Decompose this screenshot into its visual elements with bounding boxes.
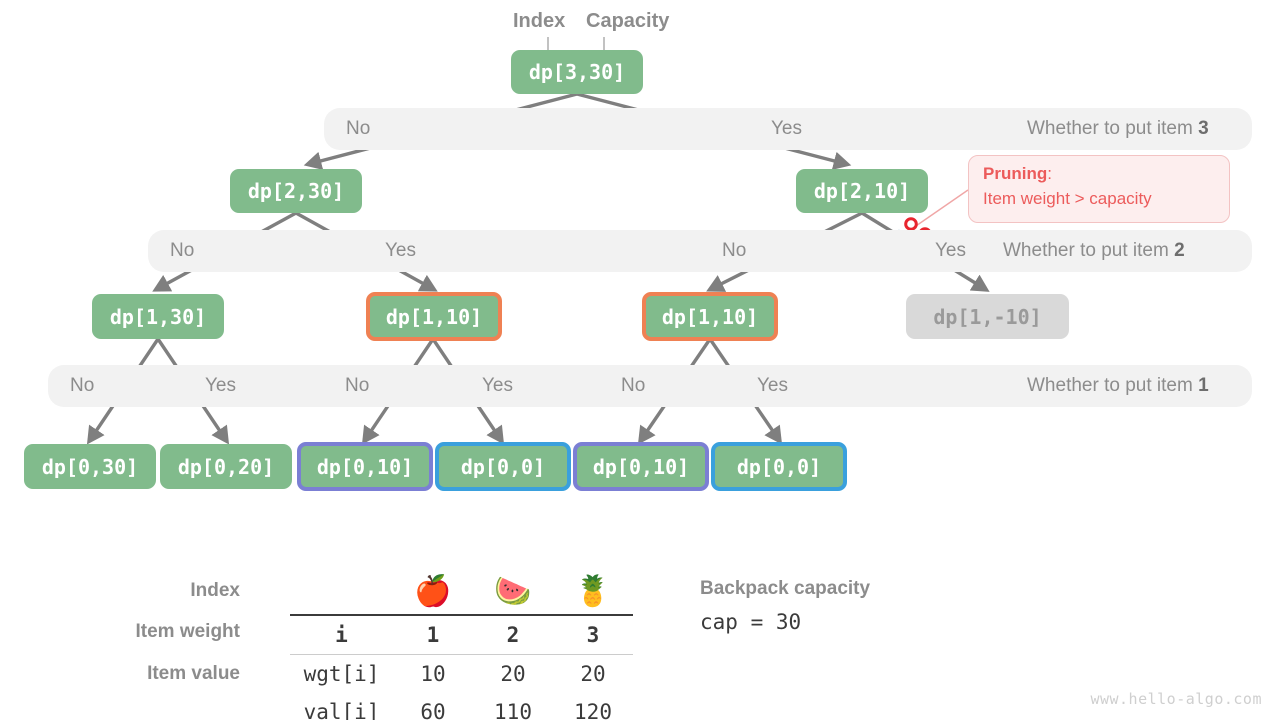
band-item-3-label-no: No bbox=[346, 118, 371, 139]
backpack-capacity-label: Backpack capacity bbox=[700, 578, 871, 599]
band-item-1-label-yes-1: Yes bbox=[205, 375, 236, 396]
band-item-1-label-no-1: No bbox=[70, 375, 95, 396]
tree-leaf-dp-0-10-left[interactable]: dp[0,10] bbox=[297, 442, 433, 491]
pineapple-icon: 🍍 bbox=[574, 573, 612, 609]
table-cell-val-3: 120 bbox=[553, 693, 633, 720]
band-item-1-title: Whether to put item 1 bbox=[1027, 375, 1209, 397]
band-item-1-title-item: 1 bbox=[1198, 375, 1209, 396]
tree-node-dp-1-30[interactable]: dp[1,30] bbox=[92, 294, 224, 339]
table-rowlabel-item-weight: Item weight bbox=[135, 621, 240, 642]
tree-leaf-dp-0-20[interactable]: dp[0,20] bbox=[160, 444, 292, 489]
table-cell-wgt-1: 10 bbox=[393, 654, 473, 693]
band-item-1-title-prefix: Whether to put item bbox=[1027, 375, 1199, 396]
band-item-2-label-yes-2: Yes bbox=[935, 240, 966, 261]
tree-node-dp-1-minus10-pruned[interactable]: dp[1,-10] bbox=[906, 294, 1069, 339]
band-item-2-title: Whether to put item 2 bbox=[1003, 240, 1185, 262]
pruning-callout-detail: Item weight > capacity bbox=[983, 189, 1152, 208]
table-cell-index-1: 1 bbox=[393, 614, 473, 655]
pruning-callout: Pruning: Item weight > capacity bbox=[968, 155, 1230, 223]
band-item-2-label-no-1: No bbox=[170, 240, 195, 261]
apple-icon: 🍎 bbox=[414, 573, 452, 609]
watermark: www.hello-algo.com bbox=[1090, 690, 1262, 708]
tree-leaf-dp-0-30[interactable]: dp[0,30] bbox=[24, 444, 156, 489]
table-cell-wgt-name: wgt[i] bbox=[290, 654, 393, 693]
table-row-item-icons: 🍎 🍉 🍍 bbox=[290, 568, 633, 615]
pruning-callout-heading-line: Pruning: bbox=[983, 164, 1215, 184]
table-rowlabel-index: Index bbox=[190, 580, 240, 601]
tree-leaf-dp-0-10-right[interactable]: dp[0,10] bbox=[573, 442, 709, 491]
table-cell-wgt-2: 20 bbox=[473, 654, 553, 693]
table-cell-val-1: 60 bbox=[393, 693, 473, 720]
band-item-2-title-item: 2 bbox=[1174, 240, 1185, 261]
tree-node-dp-2-10[interactable]: dp[2,10] bbox=[796, 169, 928, 213]
table-rowlabel-item-value: Item value bbox=[147, 663, 240, 684]
table-cell-wgt-3: 20 bbox=[553, 654, 633, 693]
table-cell-val-2: 110 bbox=[473, 693, 553, 720]
table-cell-index-3: 3 bbox=[553, 614, 633, 655]
band-item-1-label-no-2: No bbox=[345, 375, 370, 396]
table-row: wgt[i] 10 20 20 bbox=[290, 654, 633, 693]
pruning-callout-heading: Pruning bbox=[983, 164, 1048, 183]
tree-node-dp-3-30[interactable]: dp[3,30] bbox=[511, 50, 643, 94]
pruning-callout-heading-suffix: : bbox=[1047, 164, 1052, 183]
tree-leaf-dp-0-0-right[interactable]: dp[0,0] bbox=[711, 442, 847, 491]
tree-node-dp-2-30[interactable]: dp[2,30] bbox=[230, 169, 362, 213]
band-item-3-title-prefix: Whether to put item bbox=[1027, 118, 1199, 139]
band-item-3-label-yes: Yes bbox=[771, 118, 802, 139]
item-spec-table: 🍎 🍉 🍍 i 1 2 3 wgt[i] 10 20 20 val[i] 60 … bbox=[290, 568, 633, 720]
table-cell-index-name: i bbox=[290, 614, 393, 655]
tree-node-dp-1-10-right[interactable]: dp[1,10] bbox=[642, 292, 778, 341]
table-row: i 1 2 3 bbox=[290, 614, 633, 655]
index-label: Index bbox=[513, 10, 566, 32]
band-item-1 bbox=[48, 365, 1252, 407]
band-item-2-title-prefix: Whether to put item bbox=[1003, 240, 1175, 261]
band-item-1-label-yes-3: Yes bbox=[757, 375, 788, 396]
tree-node-dp-1-10-left[interactable]: dp[1,10] bbox=[366, 292, 502, 341]
band-item-3-title-item: 3 bbox=[1198, 118, 1209, 139]
table-cell-icons-blank bbox=[290, 568, 393, 615]
backpack-capacity-note: Backpack capacity cap = 30 bbox=[700, 578, 870, 634]
band-item-3-title: Whether to put item 3 bbox=[1027, 118, 1209, 140]
backpack-capacity-value: cap = 30 bbox=[700, 610, 802, 634]
table-row: val[i] 60 110 120 bbox=[290, 693, 633, 720]
band-item-3 bbox=[324, 108, 1252, 150]
capacity-label: Capacity bbox=[586, 10, 670, 32]
band-item-1-label-yes-2: Yes bbox=[482, 375, 513, 396]
band-item-2-label-yes-1: Yes bbox=[385, 240, 416, 261]
band-item-2 bbox=[148, 230, 1252, 272]
table-cell-index-2: 2 bbox=[473, 614, 553, 655]
band-item-1-label-no-3: No bbox=[621, 375, 646, 396]
band-item-2-label-no-2: No bbox=[722, 240, 747, 261]
table-cell-val-name: val[i] bbox=[290, 693, 393, 720]
watermelon-icon: 🍉 bbox=[494, 573, 532, 609]
tree-leaf-dp-0-0-left[interactable]: dp[0,0] bbox=[435, 442, 571, 491]
